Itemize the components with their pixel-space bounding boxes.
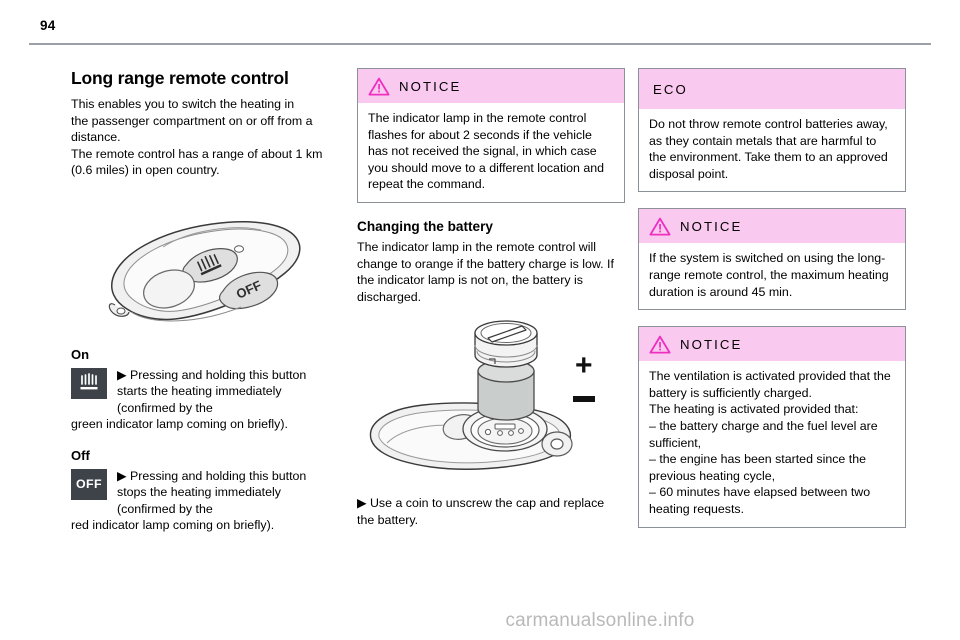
battery-compartment-illustration: + xyxy=(369,320,595,471)
page-header: 94 xyxy=(0,0,960,48)
notice-callout-title: NOTICE xyxy=(399,78,462,94)
heating-symbol-icon xyxy=(197,254,222,276)
coin-instruction-row: ▶ Use a coin to unscrew the cap and repl… xyxy=(357,495,625,528)
eco-callout-body: Do not throw remote control batteries aw… xyxy=(639,109,905,191)
notice-1-text: If the system is switched on using the l… xyxy=(649,251,889,299)
notice-callout-text: The indicator lamp in the remote control… xyxy=(368,111,605,192)
coin-instruction-indented: ▶ Use a coin to unscrew the cap and repl… xyxy=(357,496,605,511)
intro-line-4: The remote control has a range of about … xyxy=(71,146,323,161)
heating-symbol-glyph xyxy=(80,373,98,390)
notice-2-line-3: – the battery charge and the fuel level … xyxy=(649,418,878,450)
watermark: carmanualsonline.info xyxy=(505,610,695,631)
notice-callout-body: The indicator lamp in the remote control… xyxy=(358,103,624,202)
coin-instruction-rest: the battery. xyxy=(357,512,419,527)
on-button-block: On ▶ Pressing and holding this button st… xyxy=(71,347,339,433)
on-instruction-rest: green indicator lamp coming on briefly). xyxy=(71,417,288,432)
off-button-row: OFF ▶ Pressing and holding this button s… xyxy=(71,468,339,534)
middle-column: NOTICE The indicator lamp in the remote … xyxy=(357,48,625,529)
off-heading: Off xyxy=(71,447,90,463)
notice-1-title: NOTICE xyxy=(680,218,743,234)
notice-callout-header: NOTICE xyxy=(358,69,624,103)
notice-callout-middle: NOTICE The indicator lamp in the remote … xyxy=(357,68,625,203)
intro-line-2: the passenger compartment on or off from… xyxy=(71,113,313,128)
warning-triangle-icon xyxy=(649,335,671,354)
warning-triangle-icon xyxy=(649,217,671,236)
page-number: 94 xyxy=(40,18,56,33)
notice-1-body: If the system is switched on using the l… xyxy=(639,243,905,309)
right-column: ECO Do not throw remote control batterie… xyxy=(638,48,906,544)
plus-symbol: + xyxy=(575,349,593,382)
eco-callout: ECO Do not throw remote control batterie… xyxy=(638,68,906,193)
intro-line-5: (0.6 miles) in open country. xyxy=(71,163,220,178)
on-button-row: ▶ Pressing and holding this button start… xyxy=(71,367,339,433)
left-column: Long range remote control This enables y… xyxy=(71,48,339,549)
off-button-icon[interactable]: OFF xyxy=(71,468,107,500)
notice-callout-right-2: NOTICE The ventilation is activated prov… xyxy=(638,326,906,528)
eco-callout-text: Do not throw remote control batteries aw… xyxy=(649,117,888,181)
notice-1-header: NOTICE xyxy=(639,209,905,244)
page-title: Long range remote control xyxy=(71,68,289,88)
notice-callout-right-1: NOTICE If the system is switched on usin… xyxy=(638,208,906,311)
heating-symbol-icon[interactable] xyxy=(71,367,107,399)
notice-2-title: NOTICE xyxy=(680,336,743,352)
notice-2-line-2: The heating is activated provided that: xyxy=(649,402,859,417)
on-instruction-indented: ▶ Pressing and holding this button start… xyxy=(117,367,307,415)
off-button-block: Off OFF ▶ Pressing and holding this butt… xyxy=(71,448,339,534)
on-heading: On xyxy=(71,346,90,362)
minus-symbol xyxy=(573,396,595,403)
warning-triangle-icon xyxy=(368,77,390,95)
battery-section-text: The indicator lamp in the remote control… xyxy=(357,239,614,304)
battery-figure: + xyxy=(357,311,625,491)
intro-paragraph: This enables you to switch the heating i… xyxy=(71,96,339,179)
battery-section-title: Changing the battery xyxy=(357,218,493,234)
notice-2-body: The ventilation is activated provided th… xyxy=(639,361,905,526)
eco-callout-header: ECO xyxy=(639,69,905,109)
remote-control-illustration: OFF xyxy=(108,221,301,322)
remote-control-figure: OFF xyxy=(71,197,339,347)
eco-callout-title: ECO xyxy=(653,81,688,97)
notice-2-header: NOTICE xyxy=(639,327,905,362)
off-instruction-rest: red indicator lamp coming on briefly). xyxy=(71,518,275,533)
off-instruction-indented: ▶ Pressing and holding this button stops… xyxy=(117,468,307,516)
notice-2-line-4: – the engine has been started since the … xyxy=(649,452,866,483)
header-divider xyxy=(29,43,931,45)
polarity-markers: + xyxy=(573,349,595,403)
intro-line-1: This enables you to switch the heating i… xyxy=(71,97,295,111)
content-columns: Long range remote control This enables y… xyxy=(0,48,960,608)
off-button-label: OFF xyxy=(76,477,102,492)
intro-line-3: distance. xyxy=(71,130,121,145)
notice-2-line-1: The ventilation is activated provided th… xyxy=(649,369,891,400)
notice-2-line-5: – 60 minutes have elapsed between two he… xyxy=(649,485,871,516)
